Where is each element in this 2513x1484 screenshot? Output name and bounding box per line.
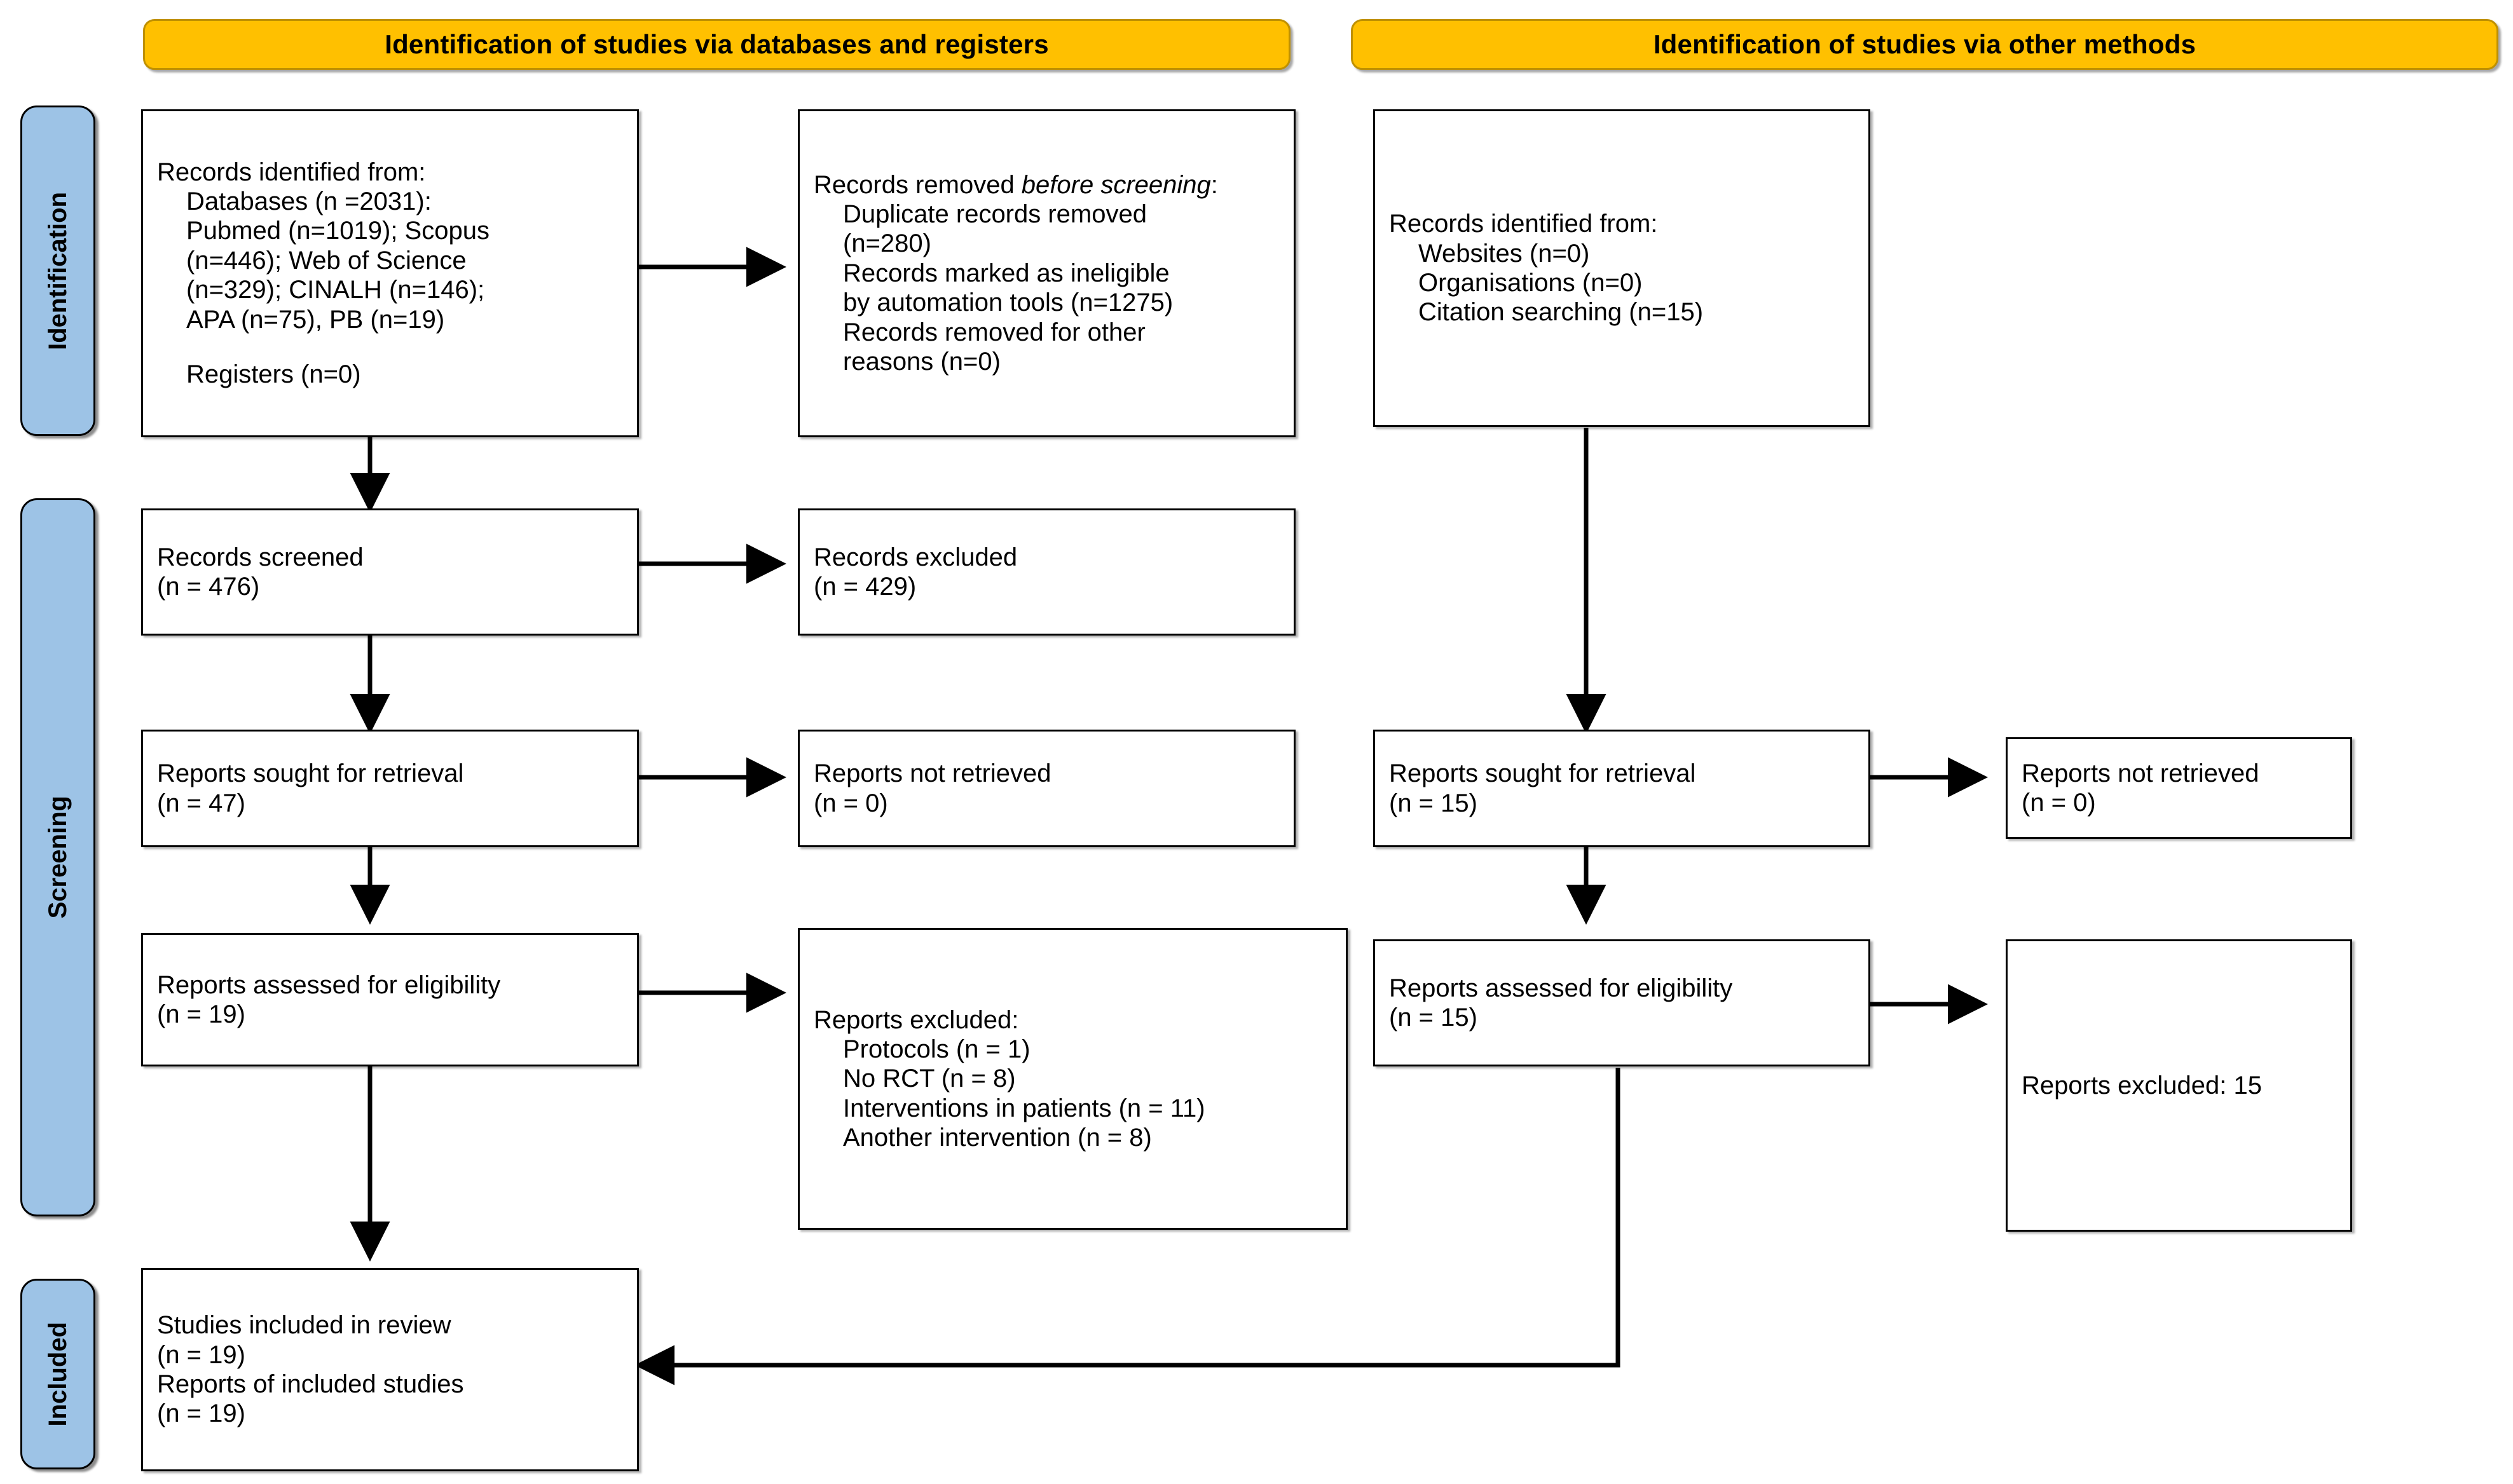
reports-assessed-right-count: (n = 15) xyxy=(1389,1004,1477,1031)
box-reports-assessed-right: Reports assessed for eligibility (n = 15… xyxy=(1373,939,1870,1066)
studies-included-reports-title: Reports of included studies xyxy=(157,1370,464,1398)
banner-databases-label: Identification of studies via databases … xyxy=(385,29,1049,59)
records-identified-apa-pb: APA (n=75), PB (n=19) xyxy=(186,305,445,334)
records-identified-other-organisations: Organisations (n=0) xyxy=(1418,269,1643,297)
records-removed-ineligible-count: by automation tools (n=1275) xyxy=(843,289,1174,317)
records-identified-title: Records identified from: xyxy=(157,158,426,186)
box-reports-sought-right: Reports sought for retrieval (n = 15) xyxy=(1373,730,1870,847)
box-records-screened: Records screened (n = 476) xyxy=(141,508,639,636)
records-identified-databases: Databases (n =2031): xyxy=(186,187,432,216)
box-reports-sought-left: Reports sought for retrieval (n = 47) xyxy=(141,730,639,847)
records-identified-other-title: Records identified from: xyxy=(1389,210,1658,238)
records-excluded-count: (n = 429) xyxy=(814,573,917,601)
box-reports-assessed-left: Reports assessed for eligibility (n = 19… xyxy=(141,933,639,1066)
reports-not-retrieved-left-count: (n = 0) xyxy=(814,789,888,817)
records-removed-other-count: reasons (n=0) xyxy=(843,347,1001,376)
records-removed-title: Records removed before screening: xyxy=(814,171,1218,199)
records-identified-spacer xyxy=(157,334,623,360)
records-identified-wos-cinalh: (n=329); CINALH (n=146); xyxy=(186,276,485,304)
records-removed-ineligible: Records marked as ineligible xyxy=(843,259,1170,287)
records-removed-duplicates: Duplicate records removed xyxy=(843,200,1147,229)
stage-label-included-text: Included xyxy=(43,1321,72,1427)
stage-label-identification-text: Identification xyxy=(43,191,72,350)
banner-other-methods: Identification of studies via other meth… xyxy=(1351,19,2498,70)
box-reports-excluded-left: Reports excluded: Protocols (n = 1) No R… xyxy=(798,928,1348,1230)
box-records-excluded: Records excluded (n = 429) xyxy=(798,508,1296,636)
records-identified-registers: Registers (n=0) xyxy=(186,360,361,388)
reports-excluded-right-title: Reports excluded: 15 xyxy=(2022,1071,2263,1099)
records-identified-scopus-wos: (n=446); Web of Science xyxy=(186,246,467,275)
studies-included-count: (n = 19) xyxy=(157,1340,245,1369)
reports-sought-right-title: Reports sought for retrieval xyxy=(1389,759,1696,788)
banner-databases-and-registers: Identification of studies via databases … xyxy=(143,19,1291,70)
reports-not-retrieved-right-title: Reports not retrieved xyxy=(2022,759,2259,787)
records-removed-other: Records removed for other xyxy=(843,318,1146,346)
banner-other-methods-label: Identification of studies via other meth… xyxy=(1653,29,2196,59)
box-reports-excluded-right: Reports excluded: 15 xyxy=(2006,939,2352,1232)
stage-label-identification: Identification xyxy=(20,106,95,436)
studies-included-reports-count: (n = 19) xyxy=(157,1399,245,1428)
records-removed-title-colon: : xyxy=(1210,170,1218,199)
reports-excluded-reason-protocols: Protocols (n = 1) xyxy=(843,1035,1031,1063)
box-reports-not-retrieved-right: Reports not retrieved (n = 0) xyxy=(2006,737,2352,839)
reports-not-retrieved-left-title: Reports not retrieved xyxy=(814,759,1051,788)
reports-excluded-reason-another-intervention: Another intervention (n = 8) xyxy=(843,1124,1152,1152)
reports-excluded-left-title: Reports excluded: xyxy=(814,1005,1019,1034)
records-excluded-title: Records excluded xyxy=(814,543,1018,571)
box-records-identified-databases: Records identified from: Databases (n =2… xyxy=(141,109,639,437)
reports-assessed-right-title: Reports assessed for eligibility xyxy=(1389,974,1733,1002)
records-identified-pubmed-scopus: Pubmed (n=1019); Scopus xyxy=(186,217,490,245)
records-screened-title: Records screened xyxy=(157,543,364,571)
reports-excluded-reason-no-rct: No RCT (n = 8) xyxy=(843,1065,1016,1093)
box-studies-included: Studies included in review (n = 19) Repo… xyxy=(141,1268,639,1471)
stage-label-screening: Screening xyxy=(20,498,95,1216)
stage-label-screening-text: Screening xyxy=(43,796,72,919)
records-identified-other-websites: Websites (n=0) xyxy=(1418,239,1590,268)
records-identified-other-citation: Citation searching (n=15) xyxy=(1418,298,1704,327)
records-removed-title-italic: before screening xyxy=(1021,170,1211,199)
studies-included-title: Studies included in review xyxy=(157,1311,451,1340)
box-records-removed-before-screening: Records removed before screening: Duplic… xyxy=(798,109,1296,437)
reports-assessed-left-count: (n = 19) xyxy=(157,1000,245,1028)
stage-label-included: Included xyxy=(20,1279,95,1469)
box-reports-not-retrieved-left: Reports not retrieved (n = 0) xyxy=(798,730,1296,847)
reports-assessed-left-title: Reports assessed for eligibility xyxy=(157,970,501,999)
reports-not-retrieved-right-count: (n = 0) xyxy=(2022,789,2096,817)
reports-sought-right-count: (n = 15) xyxy=(1389,789,1477,817)
records-screened-count: (n = 476) xyxy=(157,573,260,601)
records-removed-title-plain: Records removed xyxy=(814,170,1022,199)
records-removed-duplicates-count: (n=280) xyxy=(843,229,931,258)
reports-sought-left-count: (n = 47) xyxy=(157,789,245,817)
reports-sought-left-title: Reports sought for retrieval xyxy=(157,759,464,788)
box-records-identified-other: Records identified from: Websites (n=0) … xyxy=(1373,109,1870,427)
reports-excluded-reason-interventions-patients: Interventions in patients (n = 11) xyxy=(843,1094,1205,1122)
